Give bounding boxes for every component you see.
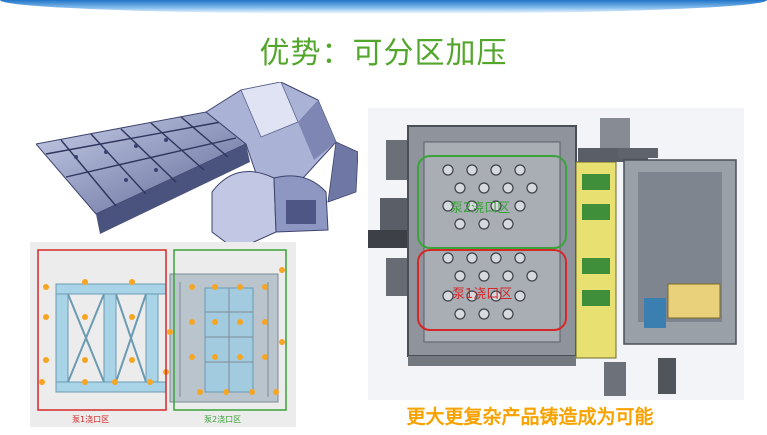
zone-layout-figure: 泵1浇口区 泵2浇口区 (30, 242, 296, 427)
zone-lower-label: 泵1浇口区 (452, 287, 512, 302)
slide-caption: 更大更复杂产品铸造成为可能 (406, 406, 654, 428)
slide-title: 优势：可分区加压 (259, 36, 508, 71)
casting-3d-render (36, 82, 358, 250)
machine-top-view: 泵2浇口区 泵1浇口区 (368, 108, 744, 400)
zone1-label: 泵1浇口区 (72, 414, 109, 424)
top-decorative-band (0, 0, 767, 14)
zone-upper-label: 泵2浇口区 (450, 201, 510, 216)
zone2-label: 泵2浇口区 (204, 414, 241, 424)
